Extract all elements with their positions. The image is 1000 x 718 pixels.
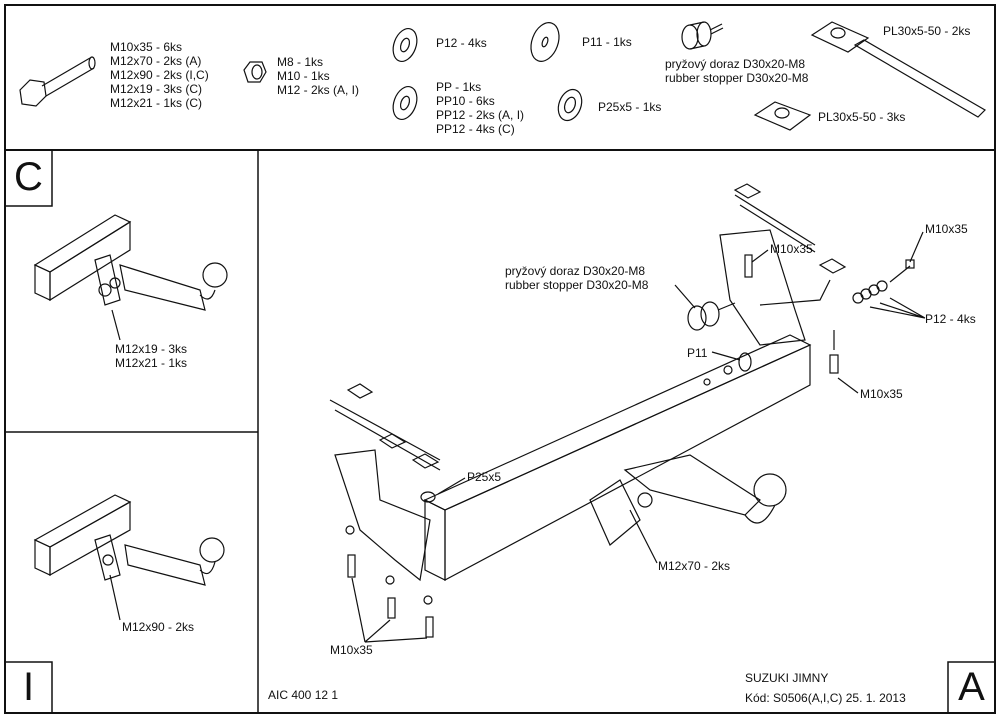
panel-c-letter: C xyxy=(14,155,43,199)
washer-pp-icon xyxy=(392,85,418,121)
main-m10-top-label: M10x35 xyxy=(770,242,813,256)
nut-list: M8 - 1ks M10 - 1ks M12 - 2ks (A, I) xyxy=(277,55,359,97)
main-m12x70-label: M12x70 - 2ks xyxy=(658,559,731,573)
washer-p12-icon xyxy=(392,27,418,63)
main-stopper-label-en: rubber stopper D30x20-M8 xyxy=(505,278,649,292)
plate-label: PL30x5-50 - 3ks xyxy=(818,110,906,124)
washer-pp-item: PP10 - 6ks xyxy=(436,94,495,108)
main-p12-label: P12 - 4ks xyxy=(925,312,976,326)
panel-c-labels: M12x19 - 3ks M12x21 - 1ks xyxy=(115,342,187,370)
fastener-stack xyxy=(345,254,915,638)
washer-p25-icon xyxy=(557,88,583,122)
bolt-item: M12x19 - 3ks (C) xyxy=(110,82,203,96)
panel-c-box xyxy=(4,149,53,207)
washer-p12-label: P12 - 4ks xyxy=(436,36,487,50)
nut-item: M12 - 2ks (A, I) xyxy=(277,83,360,97)
panel-c-drawing xyxy=(33,214,228,341)
washer-pp-item: PP12 - 4ks (C) xyxy=(436,122,515,136)
main-p11-label: P11 xyxy=(687,346,708,360)
panel-i-label: M12x90 - 2ks xyxy=(122,620,195,634)
main-m10-lower-right-label: M10x35 xyxy=(860,387,903,401)
plate-strap-label: PL30x5-50 - 2ks xyxy=(883,24,971,38)
washer-pp-item: PP - 1ks xyxy=(436,80,482,94)
vehicle-name: SUZUKI JIMNY xyxy=(745,671,829,685)
main-stopper-label-cz: pryžový doraz D30x20-M8 xyxy=(505,264,646,278)
plate-icon xyxy=(753,101,812,131)
panel-c-label: M12x21 - 1ks xyxy=(115,356,188,370)
panel-i-letter: I xyxy=(22,665,35,709)
nut-item: M10 - 1ks xyxy=(277,69,330,83)
frame xyxy=(4,4,996,714)
main-drawing xyxy=(329,183,926,643)
nut-item: M8 - 1ks xyxy=(277,55,324,69)
panel-a-box xyxy=(947,661,996,714)
bolt-item: M10x35 - 6ks xyxy=(110,40,183,54)
plate-strap-icon xyxy=(810,21,986,118)
washer-p25-label: P25x5 - 1ks xyxy=(598,100,662,114)
drawing-code: Kód: S0506(A,I,C) 25. 1. 2013 xyxy=(745,691,906,705)
main-stopper-label: pryžový doraz D30x20-M8 rubber stopper D… xyxy=(505,264,648,292)
panel-i-drawing xyxy=(33,494,225,621)
main-m10-right-label: M10x35 xyxy=(925,222,968,236)
drawing-number: AIC 400 12 1 xyxy=(268,688,339,702)
bolt-list: M10x35 - 6ks M12x70 - 2ks (A) M12x90 - 2… xyxy=(110,40,209,110)
bolt-item: M12x21 - 1ks (C) xyxy=(110,96,203,110)
panel-i-box xyxy=(4,661,53,714)
washer-pp-list: PP - 1ks PP10 - 6ks PP12 - 2ks (A, I) PP… xyxy=(436,80,524,136)
stopper-label-cz: pryžový doraz D30x20-M8 xyxy=(665,57,806,71)
main-m10-bottom-label: M10x35 xyxy=(330,643,373,657)
washer-p11-label: P11 - 1ks xyxy=(582,35,632,49)
bolt-item: M12x90 - 2ks (I,C) xyxy=(110,68,209,82)
nut-icon xyxy=(243,61,267,83)
rubber-stopper-icon xyxy=(681,21,724,50)
stopper-label-en: rubber stopper D30x20-M8 xyxy=(665,71,809,85)
bolt-item: M12x70 - 2ks (A) xyxy=(110,54,202,68)
panel-c-label: M12x19 - 3ks xyxy=(115,342,188,356)
bolt-icon xyxy=(19,56,96,107)
washer-p11-icon xyxy=(530,22,560,62)
washer-pp-item: PP12 - 2ks (A, I) xyxy=(436,108,525,122)
stopper-label: pryžový doraz D30x20-M8 rubber stopper D… xyxy=(665,57,808,85)
panel-a-letter: A xyxy=(958,665,985,709)
main-p25-label: P25x5 xyxy=(467,470,502,484)
